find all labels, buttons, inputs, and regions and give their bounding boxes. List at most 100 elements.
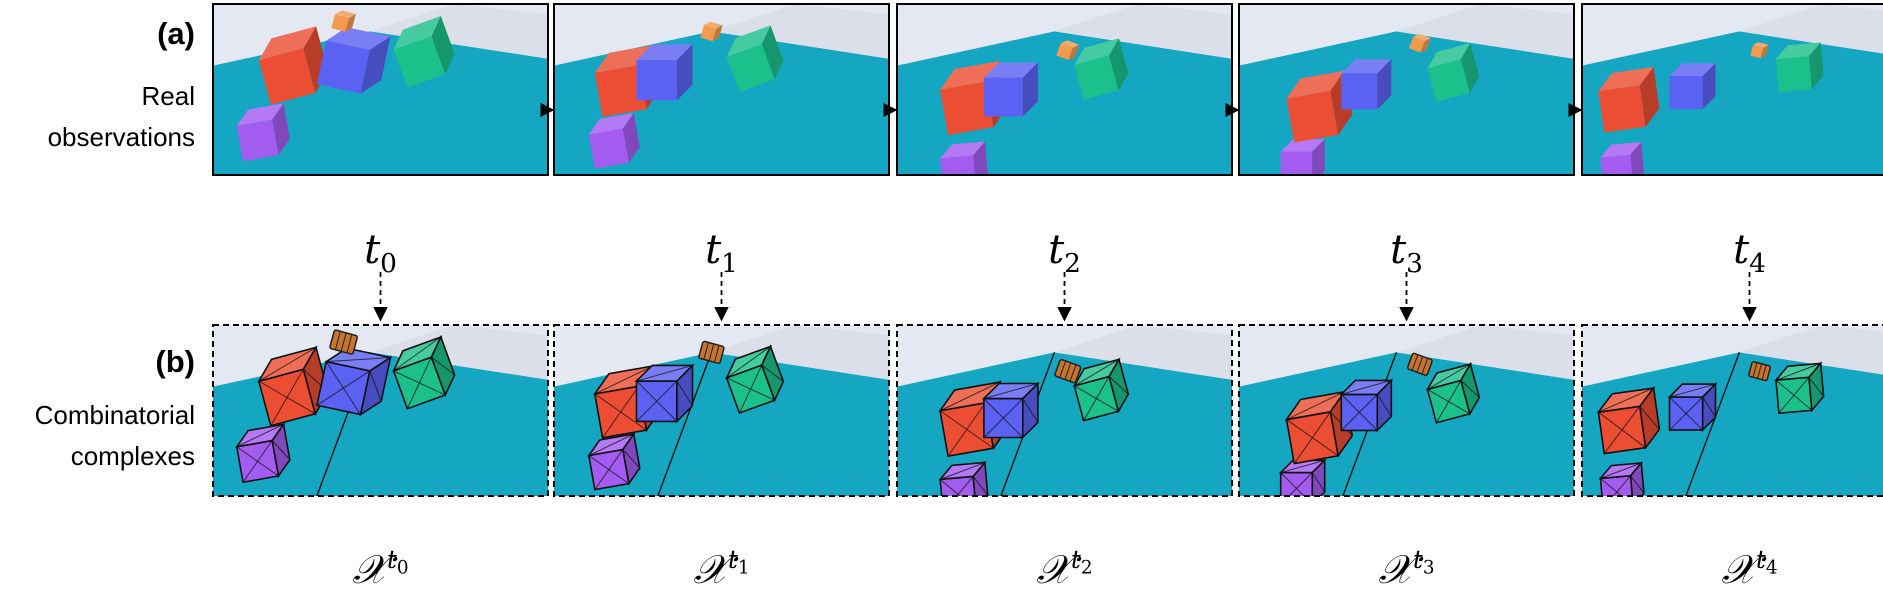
mesh-edge — [1630, 475, 1645, 494]
mesh-edge — [1083, 376, 1110, 421]
mesh-edge — [739, 364, 763, 414]
observation-frame-border — [1238, 3, 1575, 176]
floor-edge-line — [1685, 352, 1741, 496]
mesh-edge — [393, 336, 442, 372]
cube-face-front — [594, 65, 647, 117]
time-label-2: t2 — [1048, 227, 1081, 279]
mesh-edge — [983, 398, 1024, 438]
barrel-object — [1748, 361, 1771, 382]
barrel-stave — [346, 334, 353, 354]
mesh-edge — [406, 356, 432, 409]
cube-face-top — [393, 15, 441, 50]
time-label-1-sub: 1 — [721, 248, 738, 279]
complex-label-3: 𝒳t3 — [1378, 545, 1434, 593]
cube-face-side — [1639, 67, 1660, 127]
cube-face-front — [700, 25, 717, 42]
observation-panel-1 — [553, 3, 890, 176]
barrel-stave — [1069, 364, 1077, 382]
green-cube — [393, 15, 455, 88]
cube-face-side — [761, 25, 784, 80]
mesh-edge — [270, 369, 304, 427]
time-label-3: t3 — [1390, 227, 1423, 279]
sky-wall-side — [711, 325, 889, 380]
complex-frame-border — [1581, 324, 1883, 497]
red-cube — [1596, 386, 1661, 455]
green-cube — [1072, 357, 1130, 422]
observation-scene-2 — [897, 4, 1232, 175]
mesh-edge — [1427, 363, 1471, 390]
cube-face-top — [1753, 42, 1769, 48]
barrel-stave — [1761, 364, 1767, 380]
blue-cube — [1669, 63, 1716, 110]
cube-face-front — [1600, 154, 1634, 175]
barrel-stave — [1416, 356, 1424, 373]
barrel-stave — [334, 331, 341, 350]
time-label-3-base: t — [1390, 227, 1407, 273]
observation-panel-2 — [896, 3, 1233, 176]
barrel-stave — [1757, 363, 1763, 379]
barrel-stave — [1421, 358, 1429, 375]
mesh-edge — [983, 383, 1039, 400]
mesh-edge — [1311, 472, 1326, 493]
cube-face-front — [1056, 43, 1073, 61]
blue-cube — [1667, 382, 1718, 433]
barrel-stave — [1752, 362, 1758, 378]
green-cube — [1776, 42, 1824, 93]
mesh-edge — [326, 357, 391, 363]
barrel-stave — [1064, 362, 1072, 380]
sky-wall-side — [1739, 4, 1883, 54]
mesh-edge — [940, 462, 986, 480]
observation-frame-border — [553, 3, 890, 176]
purple-cube — [1600, 141, 1644, 175]
cube-face-front — [316, 40, 370, 94]
cube-face-front — [1341, 73, 1378, 110]
cube-face-side — [1760, 44, 1769, 59]
barrel-stave — [708, 343, 715, 361]
cube-face-top — [1669, 63, 1716, 76]
mesh-edge — [1341, 379, 1392, 395]
barrel-stave — [703, 342, 709, 360]
time-label-2-sub: 2 — [1064, 248, 1081, 279]
mesh-edge — [947, 402, 986, 457]
mesh-edge — [972, 476, 989, 496]
mesh-edge — [761, 364, 784, 382]
time-label-0-base: t — [364, 227, 381, 273]
blue-cube — [1339, 378, 1394, 433]
row-a-desc-line1: Real — [142, 81, 195, 111]
barrel-object — [1054, 358, 1082, 384]
complex-label-1-sup: t — [728, 545, 738, 574]
cube-face-front — [983, 77, 1023, 117]
mesh-edge — [1460, 380, 1480, 398]
cube-face-side — [1109, 38, 1129, 91]
mesh-edge — [1074, 358, 1120, 387]
cube-face-side — [360, 36, 391, 94]
cube-face-front — [940, 81, 994, 136]
barrel-object — [329, 329, 359, 355]
green-cube — [1774, 361, 1825, 415]
cube-face-side — [272, 103, 290, 156]
cube-face-front — [331, 14, 349, 32]
complex-label-0-sup: t — [387, 545, 397, 574]
cube-face-side — [431, 15, 455, 74]
blue-cube — [634, 363, 695, 424]
complex-scene-1 — [554, 325, 889, 496]
mesh-edge — [431, 356, 455, 376]
observation-frame-border — [212, 3, 549, 176]
complex-frame-border — [896, 324, 1233, 497]
cube-face-front — [726, 44, 775, 93]
mesh-edge — [636, 380, 678, 422]
floor-edge-line — [657, 352, 713, 496]
mesh-edge — [1288, 472, 1313, 496]
barrel-stave — [340, 332, 347, 352]
sky-wall-side — [1396, 325, 1574, 380]
cube-face-front — [1286, 90, 1339, 143]
mesh-edge — [271, 440, 291, 461]
mesh-edge — [1669, 396, 1704, 431]
mesh-edge — [1108, 376, 1129, 395]
cube-face-front — [1669, 76, 1703, 110]
complex-frame-border — [212, 324, 549, 497]
cube-face-top — [1427, 43, 1471, 69]
complex-scene-4 — [1582, 325, 1883, 496]
mesh-edge — [1376, 394, 1392, 417]
